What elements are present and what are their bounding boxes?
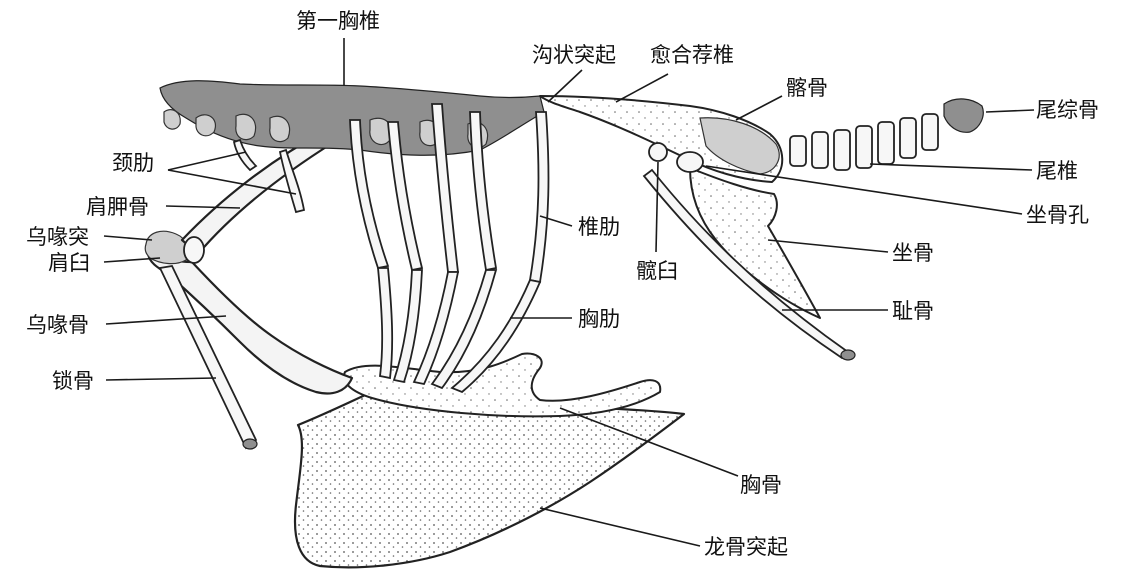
glenoid-shape: [144, 230, 189, 265]
label-scapula: 肩胛骨: [86, 195, 149, 219]
clavicle-shape: [158, 265, 258, 450]
label-pygostyle: 尾综骨: [1036, 98, 1099, 122]
leader-lines: [103, 38, 1035, 547]
label-coracoid: 乌喙骨: [26, 313, 89, 337]
label-pubis: 耻骨: [892, 299, 934, 323]
label-ischial-foramen: 坐骨孔: [1026, 203, 1089, 227]
labels: 第一胸椎 沟状突起 愈合荐椎 髂骨 尾综骨 尾椎 坐骨孔 坐骨 耻骨 髋臼 椎肋…: [26, 9, 1099, 559]
label-acetabulum: 髋臼: [636, 259, 678, 283]
sternal-ribs: [377, 267, 542, 394]
label-vertebral-rib: 椎肋: [578, 215, 620, 239]
pygostyle-shape: [943, 98, 984, 133]
label-acrocoracoid: 乌喙突: [26, 225, 89, 249]
label-cervical-rib: 颈肋: [112, 151, 154, 175]
skeleton-drawing: [144, 80, 984, 569]
label-groove-process: 沟状突起: [532, 43, 616, 67]
keel-shape: [294, 390, 686, 569]
ischium-shape: [689, 167, 821, 319]
label-glenoid: 肩臼: [48, 251, 90, 275]
label-clavicle: 锁骨: [52, 369, 94, 393]
label-sternum: 胸骨: [740, 473, 782, 497]
caudal-vertebrae: [789, 113, 939, 171]
label-synsacrum: 愈合荐椎: [650, 43, 734, 67]
label-ilium: 髂骨: [786, 76, 828, 100]
coracoid-shape: [146, 250, 354, 395]
vertebral-ribs: [349, 103, 550, 284]
label-first-thoracic-vertebra: 第一胸椎: [296, 9, 380, 33]
label-sternal-rib: 胸肋: [578, 307, 620, 331]
label-keel: 龙骨突起: [704, 535, 788, 559]
ilium-shape: [539, 95, 784, 183]
label-ischium: 坐骨: [892, 241, 934, 265]
label-caudal-vertebra: 尾椎: [1036, 159, 1078, 183]
